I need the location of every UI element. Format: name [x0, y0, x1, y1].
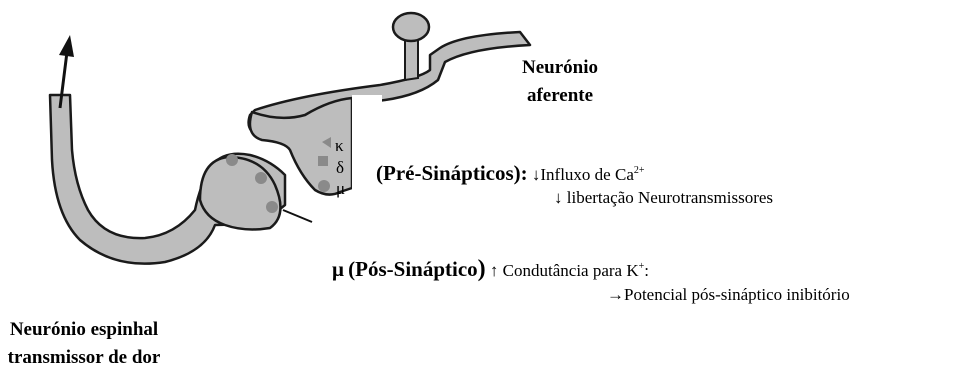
mu-label: μ: [336, 179, 345, 198]
signal-arrow-head: [59, 35, 74, 57]
kappa-label: κ: [335, 136, 344, 155]
presynaptic-effect-line1: (Pré-Sinápticos): ↓Influxo de Ca2+: [376, 161, 645, 186]
calcium-charge: 2+: [634, 165, 645, 176]
postsynaptic-pointer: [283, 210, 312, 222]
mu-receptor-marker-post-2: [255, 172, 267, 184]
presynaptic-effect-line2: ↓ libertação Neurotransmissores: [554, 188, 773, 208]
mu-receptor-marker-post-3: [266, 201, 278, 213]
afferent-neuron-branch: [405, 40, 418, 80]
postsynaptic-effect-line2: →Potencial pós-sináptico inibitório: [607, 285, 850, 305]
mu-receptor-marker-pre: [318, 180, 330, 192]
postsynaptic-effect1-tail: :: [644, 261, 649, 280]
spinal-neuron-label: Neurónio espinhal transmissor de dor: [0, 316, 168, 372]
afferent-neuron-knob: [393, 13, 429, 41]
delta-receptor-marker: [318, 156, 328, 166]
postsynaptic-effect1-text: ↑ Condutância para K: [490, 261, 639, 280]
postsynaptic-title: (Pós-Sináptico: [348, 257, 478, 281]
afferent-label-line1: Neurónio: [500, 54, 620, 82]
spinal-label-line2: transmissor de dor: [0, 344, 168, 372]
afferent-label-line2: aferente: [500, 82, 620, 110]
delta-label: δ: [336, 158, 344, 177]
postsynaptic-effect-line1: μ (Pós-Sináptico) ↑ Condutância para K+:: [332, 256, 649, 283]
presynaptic-title: (Pré-Sinápticos):: [376, 161, 528, 185]
spinal-label-line1: Neurónio espinhal: [0, 316, 168, 344]
presynaptic-effect1-text: ↓Influxo de Ca: [532, 165, 634, 184]
postsynaptic-title-symbol: μ: [332, 257, 344, 281]
afferent-neuron-label: Neurónio aferente: [500, 54, 620, 110]
postsynaptic-title-close: ): [478, 256, 486, 282]
mu-receptor-marker-post-1: [226, 154, 238, 166]
